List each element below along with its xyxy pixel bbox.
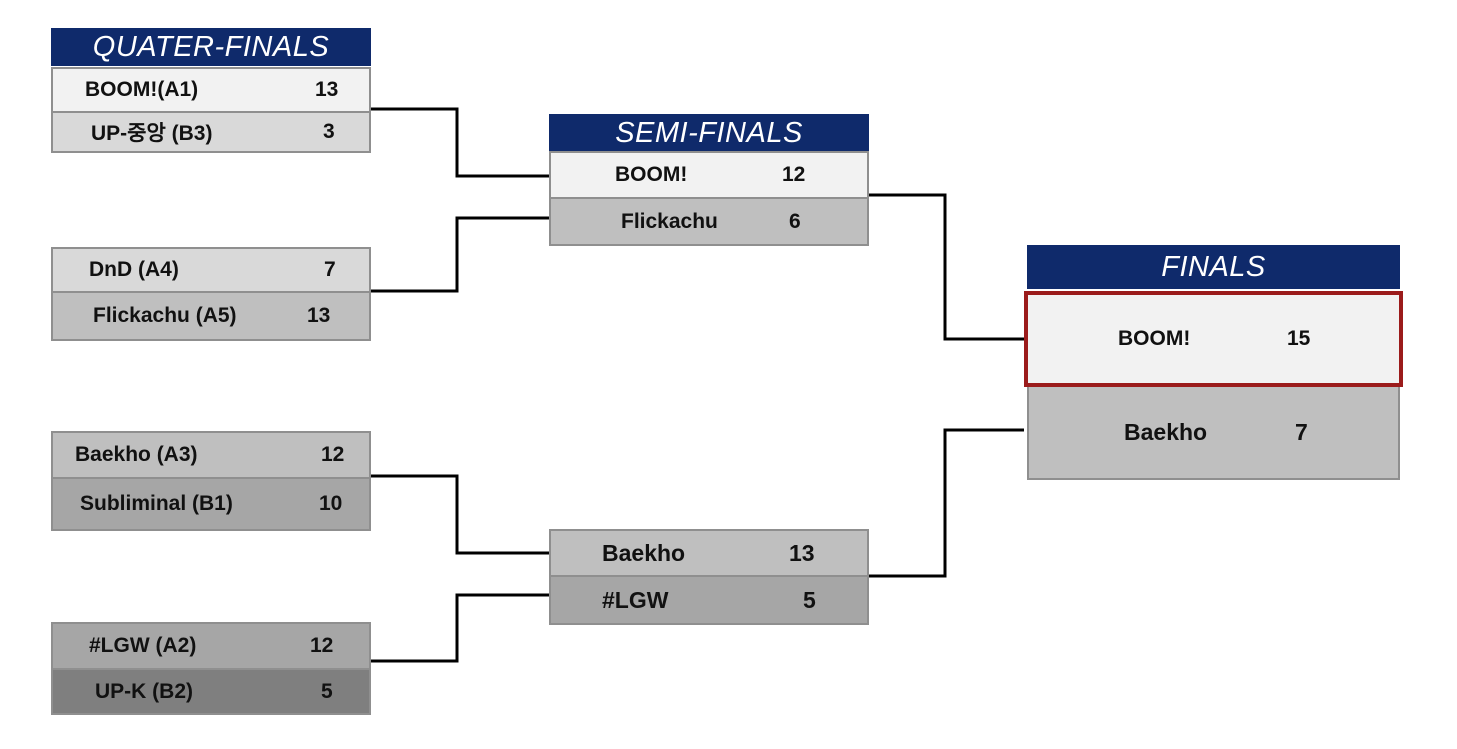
team-name: Baekho: [1124, 419, 1208, 445]
team-name: Flickachu (A5): [93, 304, 237, 327]
qf3-team1-row: Baekho (A3) 12: [51, 431, 371, 479]
team-score: 5: [321, 679, 333, 703]
team-score: 5: [803, 586, 816, 613]
finals-bg-row: Baekho 7: [1027, 385, 1400, 480]
team-score: 12: [321, 443, 345, 466]
sf1-team2-row: Flickachu 6: [549, 197, 869, 246]
team-name: #LGW: [602, 586, 669, 613]
team-name: Subliminal (B1): [80, 492, 233, 515]
connector-qf1-sf1: [371, 107, 549, 178]
team-score: 10: [319, 492, 343, 515]
team-name: Baekho: [602, 539, 686, 566]
team-score: 12: [310, 634, 334, 657]
qf2-team1-row: DnD (A4) 7: [51, 247, 371, 293]
team-name: DnD (A4): [89, 258, 179, 281]
connector-sf1-final: [869, 193, 1024, 341]
team-name: UP-중앙 (B3): [91, 122, 213, 145]
qf4-team1-row: #LGW (A2) 12: [51, 622, 371, 670]
finals-header: FINALS: [1027, 245, 1400, 289]
team-name: Flickachu: [621, 209, 718, 233]
team-score: 13: [789, 539, 815, 566]
team-score: 3: [323, 120, 335, 143]
connector-qf3-sf2: [371, 474, 549, 555]
sf2-team2-row: #LGW 5: [549, 575, 869, 625]
team-name: Baekho (A3): [75, 443, 198, 466]
sf1-team1-row: BOOM! 12: [549, 151, 869, 199]
semifinals-header: SEMI-FINALS: [549, 114, 869, 152]
team-score: 6: [789, 209, 801, 233]
team-score: 7: [1295, 419, 1308, 445]
connector-qf2-sf1: [371, 216, 549, 293]
team-name: BOOM!(A1): [85, 78, 199, 101]
qf3-team2-row: Subliminal (B1) 10: [51, 477, 371, 531]
qf4-team2-row: UP-K (B2) 5: [51, 668, 371, 715]
team-score: 7: [324, 258, 336, 281]
connector-qf4-sf2: [371, 593, 549, 663]
team-name: #LGW (A2): [89, 634, 197, 657]
team-score: 15: [1287, 327, 1311, 350]
team-name: BOOM!: [615, 163, 688, 186]
team-score: 13: [315, 78, 339, 101]
team-name: UP-K (B2): [95, 679, 193, 703]
team-name: BOOM!: [1118, 327, 1191, 350]
qf1-team2-row: UP-중앙 (B3) 3: [51, 111, 371, 153]
team-score: 12: [782, 163, 806, 186]
connector-sf2-final: [869, 428, 1024, 578]
finals-winner-row: BOOM! 15: [1024, 291, 1403, 387]
qf1-team1-row: BOOM!(A1) 13: [51, 67, 371, 113]
quarterfinals-header: QUATER-FINALS: [51, 28, 371, 66]
sf2-team1-row: Baekho 13: [549, 529, 869, 577]
team-score: 13: [307, 304, 331, 327]
qf2-team2-row: Flickachu (A5) 13: [51, 291, 371, 341]
